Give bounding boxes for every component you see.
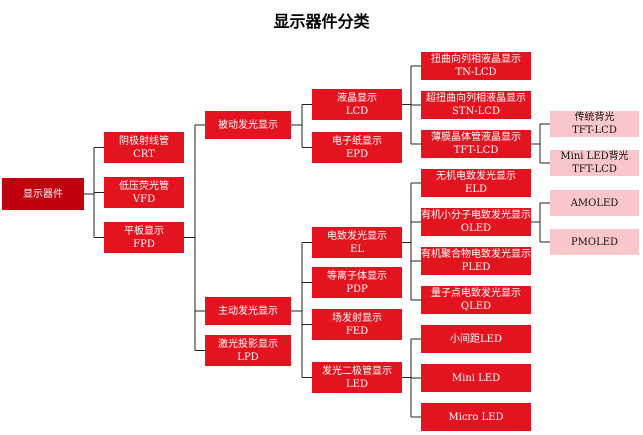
- node-minitft-line2: TFT-LCD: [572, 164, 617, 175]
- node-tradtft-line2: TFT-LCD: [572, 125, 617, 136]
- node-amoled: AMOLED: [550, 190, 639, 216]
- node-pdp-line2: PDP: [346, 283, 368, 295]
- node-led-line2: LED: [346, 378, 368, 390]
- node-pled-line2: PLED: [461, 262, 491, 273]
- node-fed-line2: FED: [345, 325, 369, 337]
- node-oled: 有机小分子电致发光显示 OLED: [421, 208, 531, 236]
- node-crt-line1: 阴极射线管: [119, 135, 169, 147]
- node-vfd-line2: VFD: [132, 193, 156, 205]
- node-stn-line2: STN-LCD: [452, 106, 500, 117]
- node-oled-line2: OLED: [460, 223, 492, 234]
- node-pmoled-line1: PMOLED: [570, 236, 619, 248]
- node-pled-line1: 有机聚合物电致发光显示: [421, 249, 531, 260]
- node-stn: 超扭曲向列相液晶显示 STN-LCD: [421, 91, 531, 119]
- node-epd-line2: EPD: [345, 148, 369, 160]
- node-epd-line1: 电子纸显示: [332, 135, 382, 147]
- node-active: 主动发光显示: [205, 297, 291, 325]
- node-miniled-line1: Mini LED: [451, 372, 501, 384]
- node-led-line1: 发光二极管显示: [322, 365, 392, 377]
- node-crt-line2: CRT: [133, 148, 155, 160]
- node-smallpitch-line1: 小间距LED: [450, 333, 502, 345]
- node-el-line1: 电致发光显示: [327, 230, 387, 242]
- node-eld-line1: 无机电致发光显示: [436, 171, 516, 182]
- node-miniled: Mini LED: [421, 364, 531, 392]
- node-eld: 无机电致发光显示 ELD: [421, 169, 531, 197]
- node-lpd-line2: LPD: [237, 351, 259, 363]
- node-tft-line2: TFT-LCD: [453, 145, 499, 156]
- node-vfd-line1: 低压荧光管: [119, 180, 169, 192]
- node-oled-line1: 有机小分子电致发光显示: [421, 210, 531, 221]
- node-fpd-line2: FPD: [133, 238, 155, 250]
- node-lcd-line2: LCD: [345, 105, 369, 117]
- node-tft-line1: 薄膜晶体管液晶显示: [431, 132, 521, 143]
- node-el-line2: EL: [350, 243, 364, 255]
- node-root: 显示器件: [2, 178, 84, 210]
- node-root-line1: 显示器件: [23, 188, 63, 200]
- node-minitft: Mini LED背光 TFT-LCD: [550, 150, 639, 176]
- node-microled-line1: Micro LED: [448, 411, 504, 423]
- node-microled: Micro LED: [421, 403, 531, 431]
- node-eld-line2: ELD: [465, 184, 487, 195]
- node-lcd-line1: 液晶显示: [337, 92, 377, 104]
- node-tradtft-line1: 传统背光: [574, 112, 615, 123]
- node-tn-line2: TN-LCD: [455, 67, 497, 78]
- node-passive: 被动发光显示: [205, 111, 291, 139]
- node-smallpitch: 小间距LED: [421, 325, 531, 353]
- node-tn-line1: 扭曲向列相液晶显示: [431, 54, 521, 65]
- node-stn-line1: 超扭曲向列相液晶显示: [426, 93, 526, 104]
- node-amoled-line1: AMOLED: [570, 197, 619, 209]
- node-lpd-line1: 激光投影显示: [218, 338, 278, 350]
- node-pdp-line1: 等离子体显示: [327, 270, 387, 282]
- node-qled-line2: QLED: [460, 301, 492, 312]
- node-qled-line1: 量子点电致发光显示: [431, 288, 521, 299]
- diagram-title: 显示器件分类: [273, 12, 370, 31]
- node-pled: 有机聚合物电致发光显示 PLED: [421, 247, 531, 275]
- node-tradtft: 传统背光 TFT-LCD: [550, 111, 639, 137]
- node-tft: 薄膜晶体管液晶显示 TFT-LCD: [421, 130, 531, 158]
- node-active-line1: 主动发光显示: [218, 305, 278, 317]
- node-passive-line1: 被动发光显示: [218, 119, 278, 131]
- node-minitft-line1: Mini LED背光: [560, 151, 629, 162]
- node-fpd-line1: 平板显示: [124, 225, 164, 237]
- node-fed-line1: 场发射显示: [332, 312, 382, 324]
- node-pmoled: PMOLED: [550, 229, 639, 255]
- node-qled: 量子点电致发光显示 QLED: [421, 286, 531, 314]
- node-tn: 扭曲向列相液晶显示 TN-LCD: [421, 52, 531, 80]
